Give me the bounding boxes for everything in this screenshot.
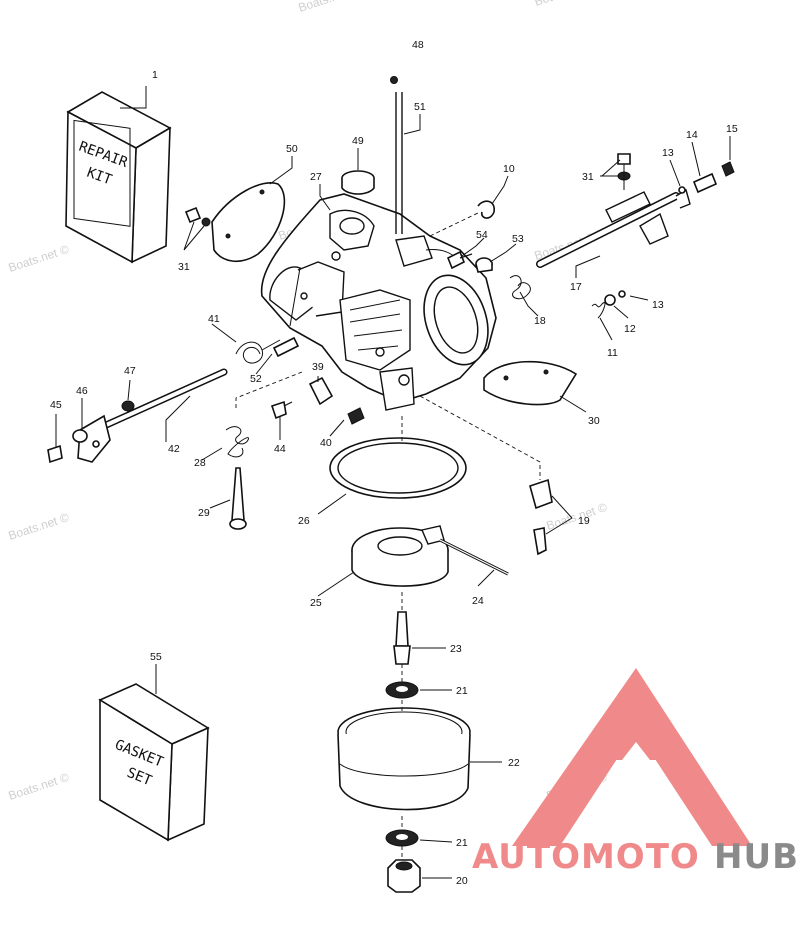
part-27-carburetor-body (260, 193, 497, 411)
part-label-21: 21 (456, 837, 468, 849)
part-label-52: 52 (250, 373, 262, 385)
part-label-53: 53 (512, 233, 524, 245)
part-label-45: 45 (50, 399, 62, 411)
part-45-screw (47, 444, 63, 464)
part-55-gasket-set: GASKET SET (98, 683, 210, 842)
watermark-text: Boats.net © (533, 0, 597, 9)
part-17-shaft (536, 188, 691, 268)
part-42-shaft (77, 368, 228, 463)
part-label-17: 17 (570, 281, 582, 293)
part-48-ball (390, 76, 398, 84)
part-26-o-ring (329, 437, 467, 499)
part-label-31: 31 (178, 261, 190, 273)
leader-lines (55, 86, 731, 879)
part-54-screw (446, 250, 473, 270)
part-label-30: 30 (588, 415, 600, 427)
automotohub-logo: AUTOMOTO HUB (472, 668, 799, 877)
part-label-1: 1 (152, 69, 158, 81)
part-46-nut (72, 429, 88, 443)
logo-text-hub: HUB (714, 837, 799, 877)
part-label-44: 44 (274, 443, 286, 455)
part-label-26: 26 (298, 515, 310, 527)
part-31-screw-left (184, 206, 211, 227)
watermark-text: Boats.net © (297, 0, 361, 15)
part-53-knob (475, 257, 493, 273)
part-24-pin (439, 538, 509, 576)
watermark-text: Boats.net © (545, 500, 609, 533)
part-label-18: 18 (534, 315, 546, 327)
part-label-31: 31 (582, 171, 594, 183)
part-label-50: 50 (286, 143, 298, 155)
part-label-23: 23 (450, 643, 462, 655)
logo-text-automoto: AUTOMOTO (472, 837, 700, 877)
part-label-15: 15 (726, 123, 738, 135)
part-41-spring (235, 339, 281, 364)
part-28-spring (225, 426, 249, 458)
part-50-cover-plate (211, 182, 286, 262)
part-13-ring-low (618, 290, 626, 298)
part-label-47: 47 (124, 365, 136, 377)
part-21-washer-top (385, 681, 419, 699)
part-13-ring-top (678, 186, 686, 194)
part-19-jet (529, 478, 553, 556)
part-40-screw (347, 407, 365, 425)
part-label-27: 27 (310, 171, 322, 183)
part-label-55: 55 (150, 651, 162, 663)
part-label-46: 46 (76, 385, 88, 397)
part-label-12: 12 (624, 323, 636, 335)
part-label-42: 42 (168, 443, 180, 455)
part-22-float-bowl (337, 707, 471, 811)
part-18-spring (509, 275, 531, 300)
part-label-51: 51 (414, 101, 426, 113)
part-label-21: 21 (456, 685, 468, 697)
part-label-39: 39 (312, 361, 324, 373)
part-29-needle (229, 467, 247, 530)
part-39-clip (308, 376, 334, 406)
part-25-float (351, 525, 449, 587)
part-label-40: 40 (320, 437, 332, 449)
part-number-labels: 1 10 11 12 13 13 14 15 17 18 19 20 21 21 22 23 24 25 26 27 2… (50, 39, 738, 887)
part-20-nut (387, 859, 421, 893)
part-51-rod (395, 92, 403, 234)
part-label-49: 49 (352, 135, 364, 147)
part-23-needle-valve (393, 611, 411, 665)
part-label-25: 25 (310, 597, 322, 609)
part-14-pin (692, 172, 718, 194)
part-label-19: 19 (578, 515, 590, 527)
watermark-text: Boats.net © (533, 230, 597, 263)
part-label-54: 54 (476, 229, 488, 241)
part-47-nut (121, 400, 135, 412)
part-label-13: 13 (662, 147, 674, 159)
part-12-washer (604, 294, 616, 306)
watermark-text: Boats.net © (7, 770, 71, 803)
part-15-screw (721, 161, 735, 177)
part-label-13: 13 (652, 299, 664, 311)
part-1-repair-kit: REPAIR KIT (65, 91, 172, 264)
part-label-10: 10 (503, 163, 515, 175)
part-label-14: 14 (686, 129, 698, 141)
part-52-pin (272, 336, 300, 358)
part-44-screw (270, 400, 293, 420)
watermark-text: Boats.net © (7, 510, 71, 543)
part-30-gasket-plate (483, 360, 578, 406)
part-31-screw-right (617, 153, 631, 190)
part-11-spring (591, 302, 606, 319)
part-label-41: 41 (208, 313, 220, 325)
part-49-cap (341, 170, 375, 195)
part-label-28: 28 (194, 457, 206, 469)
part-label-20: 20 (456, 875, 468, 887)
part-label-11: 11 (607, 347, 618, 359)
part-10-clip (477, 200, 495, 219)
part-label-29: 29 (198, 507, 210, 519)
part-label-48: 48 (412, 39, 424, 51)
part-21-washer-bottom (385, 829, 419, 847)
part-label-24: 24 (472, 595, 484, 607)
part-label-22: 22 (508, 757, 520, 769)
watermark-text: Boats.net © (7, 242, 71, 275)
